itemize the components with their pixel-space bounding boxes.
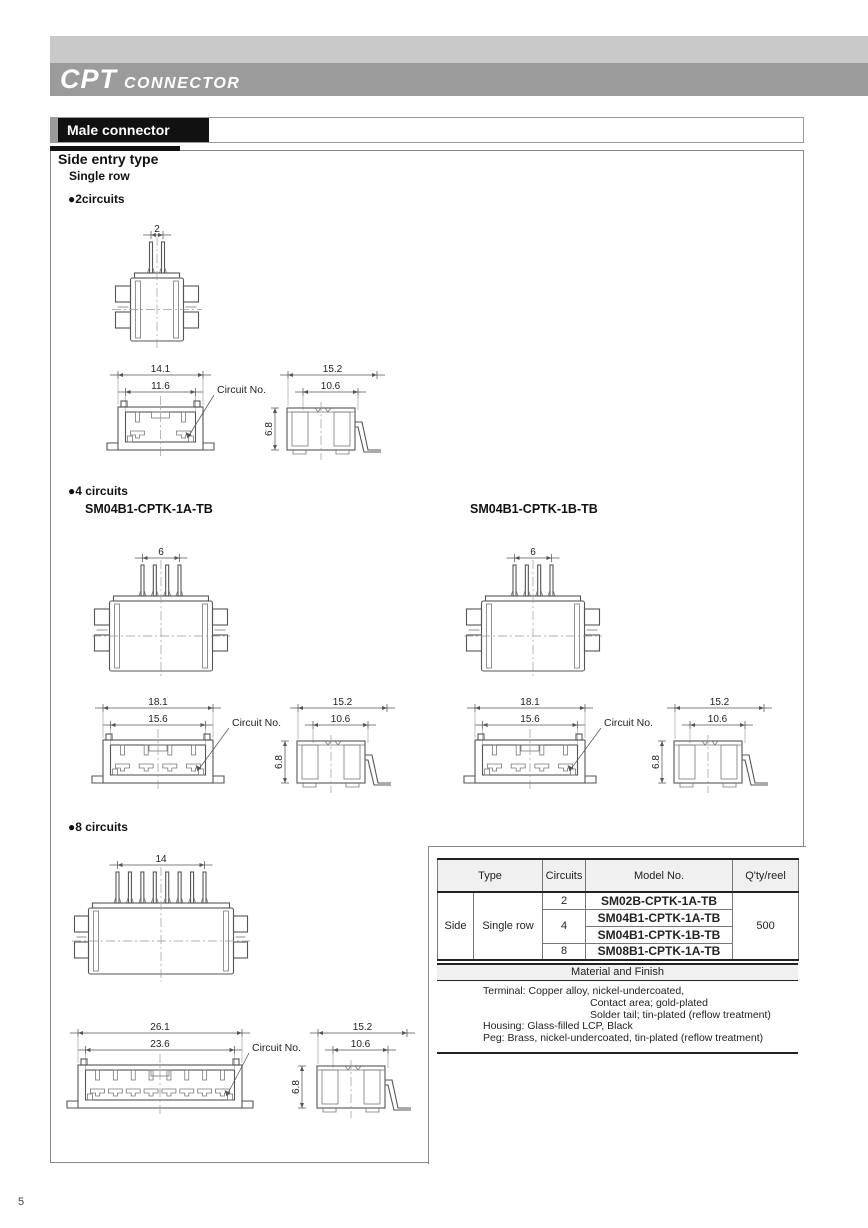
c2-top-view-drawing: 2 (112, 224, 202, 349)
material-line: Contact area; gold-plated (590, 996, 708, 1009)
series-title: CPT (60, 64, 117, 94)
c4a-front-view-drawing: 18.1 15.6 Circuit No. (91, 697, 281, 791)
svg-text:23.6: 23.6 (150, 1039, 170, 1050)
cell-entry-type: Side (437, 891, 474, 961)
svg-text:Circuit No.: Circuit No. (604, 717, 653, 729)
group-2-circuits-heading: ●2circuits (68, 192, 125, 206)
svg-text:15.2: 15.2 (353, 1022, 373, 1033)
svg-text:15.2: 15.2 (710, 697, 730, 708)
svg-text:6.8: 6.8 (264, 422, 275, 436)
content-box (50, 150, 804, 1163)
svg-text:15.2: 15.2 (323, 364, 343, 375)
c2-front-view-drawing: 14.1 11.6 Circuit No. (106, 364, 266, 458)
svg-text:26.1: 26.1 (150, 1022, 170, 1033)
svg-text:6.8: 6.8 (651, 755, 662, 769)
svg-text:14.1: 14.1 (151, 364, 171, 375)
page-number: 5 (18, 1196, 25, 1208)
c4a-top-view-drawing: 6 (92, 547, 230, 679)
row-type-heading: Single row (69, 169, 130, 183)
cell-qty: 500 (732, 891, 800, 961)
material-line: Solder tail; tin-plated (reflow treatmen… (590, 1008, 771, 1021)
col-header-circuits: Circuits (542, 858, 587, 893)
model-spec-table: Type Circuits Model No. Q'ty/reel Side S… (436, 858, 800, 961)
svg-text:6.8: 6.8 (291, 1080, 302, 1094)
cell-row-type: Single row (472, 891, 544, 961)
cell-model: SM02B-CPTK-1A-TB (585, 891, 734, 910)
bullet-icon: ● (68, 820, 76, 834)
svg-text:6: 6 (158, 547, 164, 558)
cell-circuits: 8 (542, 942, 587, 961)
material-finish-section: Material and Finish Terminal: Copper all… (437, 963, 798, 1054)
cell-model: SM04B1-CPTK-1A-TB (585, 908, 734, 927)
cell-model: SM08B1-CPTK-1A-TB (585, 942, 734, 961)
svg-text:6.8: 6.8 (274, 755, 285, 769)
group-8-circuits-heading: ●8 circuits (68, 820, 128, 834)
section-header: Male connector (50, 117, 804, 143)
cell-circuits: 4 (542, 908, 587, 944)
svg-text:18.1: 18.1 (148, 697, 168, 708)
svg-text:6: 6 (530, 547, 536, 558)
svg-text:10.6: 10.6 (708, 714, 728, 725)
c4a-side-view-drawing: 15.2 10.6 6.8 (274, 697, 395, 793)
product-title: CONNECTOR (124, 75, 241, 92)
svg-text:Circuit No.: Circuit No. (232, 717, 281, 729)
svg-text:2: 2 (154, 224, 160, 235)
header-accent-bar (50, 36, 868, 63)
cell-model: SM04B1-CPTK-1B-TB (585, 925, 734, 944)
material-finish-title: Material and Finish (437, 963, 798, 981)
svg-text:Circuit No.: Circuit No. (217, 384, 266, 396)
c8-side-view-drawing: 15.2 10.6 6.8 (291, 1022, 415, 1118)
section-header-label: Male connector (58, 118, 209, 142)
c4b-front-view-drawing: 18.1 15.6 Circuit No. (463, 697, 653, 791)
col-header-type: Type (436, 858, 544, 893)
c8-top-view-drawing: 14 (72, 854, 250, 982)
c4b-side-view-drawing: 15.2 10.6 6.8 (651, 697, 772, 793)
svg-text:10.6: 10.6 (321, 381, 341, 392)
header-title-bar: CPT CONNECTOR (50, 63, 868, 96)
c8-front-view-drawing: 26.1 23.6 Circuit No. (66, 1022, 301, 1116)
c4b-top-view-drawing: 6 (464, 547, 602, 679)
table-row: 8 SM08B1-CPTK-1A-TB (438, 942, 799, 961)
svg-text:15.6: 15.6 (520, 714, 540, 725)
entry-type-heading: Side entry type (58, 151, 159, 167)
bullet-icon: ● (68, 484, 76, 498)
material-line: Terminal: Copper alloy, nickel-undercoat… (483, 985, 685, 997)
svg-text:15.6: 15.6 (148, 714, 168, 725)
svg-text:14: 14 (155, 854, 167, 865)
cell-circuits: 2 (542, 891, 587, 910)
material-line: Housing: Glass-filled LCP, Black (483, 1020, 633, 1033)
c2-side-view-drawing: 15.2 10.6 6.8 (264, 364, 385, 460)
col-header-model: Model No. (585, 858, 734, 893)
model-name-4b: SM04B1-CPTK-1B-TB (470, 502, 598, 516)
subsection-accent-bar (50, 146, 180, 151)
model-name-4a: SM04B1-CPTK-1A-TB (85, 502, 213, 516)
section-header-strip (51, 118, 58, 142)
svg-text:15.2: 15.2 (333, 697, 353, 708)
bullet-icon: ● (68, 192, 76, 206)
svg-text:18.1: 18.1 (520, 697, 540, 708)
svg-text:10.6: 10.6 (351, 1039, 371, 1050)
svg-text:Circuit No.: Circuit No. (252, 1042, 301, 1054)
table-row: Side Single row 2 SM02B-CPTK-1A-TB 500 (437, 891, 800, 961)
svg-text:11.6: 11.6 (151, 381, 170, 392)
group-4-circuits-heading: ●4 circuits (68, 484, 128, 498)
svg-text:10.6: 10.6 (331, 714, 351, 725)
col-header-qty: Q'ty/reel (732, 858, 800, 893)
material-finish-body: Terminal: Copper alloy, nickel-undercoat… (437, 981, 798, 1054)
table-header-row: Type Circuits Model No. Q'ty/reel (436, 858, 800, 893)
material-line: Peg: Brass, nickel-undercoated, tin-plat… (483, 1032, 764, 1045)
